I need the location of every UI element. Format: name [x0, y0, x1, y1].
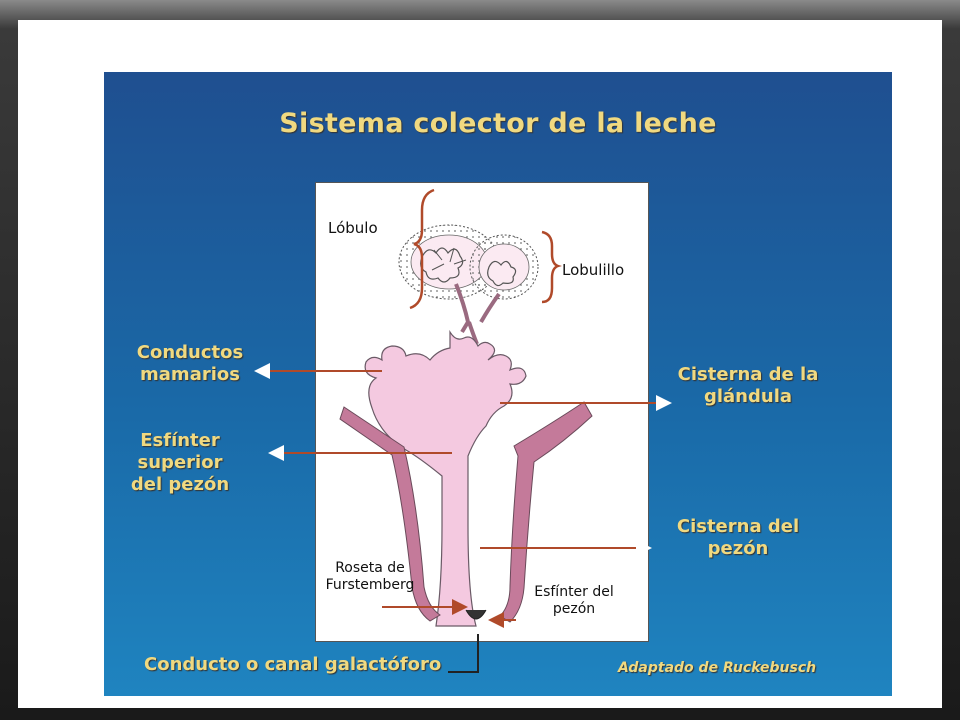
label-conductos-mamarios: Conductos mamarios: [136, 342, 244, 385]
slide-title: Sistema colector de la leche: [279, 108, 717, 139]
label-cisterna-pezon: Cisterna del pezón: [676, 516, 800, 559]
lobulillo-shape: [469, 234, 539, 300]
label-lobulo: Lóbulo: [328, 219, 378, 237]
label-roseta: Roseta de Furstemberg: [325, 560, 415, 593]
label-conducto-galactoforo: Conducto o canal galactóforo: [144, 654, 442, 675]
slide: Sistema colector de la leche: [104, 72, 892, 696]
mammary-diagram: [254, 188, 672, 673]
label-cisterna-glandula: Cisterna de la glándula: [677, 364, 819, 407]
gland-cistern-shape: [364, 329, 527, 627]
arrow-galactoforo: [448, 634, 479, 673]
label-lobulillo: Lobulillo: [562, 261, 625, 279]
credit-text: Adaptado de Ruckebusch: [618, 660, 817, 676]
lobulo-brace: [409, 188, 435, 310]
label-esfinter-pezon: Esfínter del pezón: [534, 584, 614, 617]
lobulillo-brace: [541, 230, 562, 304]
teat-wall-left: [339, 406, 441, 622]
slide-frame: Sistema colector de la leche: [18, 20, 942, 708]
label-esfinter-superior: Esfínter superior del pezón: [130, 430, 230, 495]
